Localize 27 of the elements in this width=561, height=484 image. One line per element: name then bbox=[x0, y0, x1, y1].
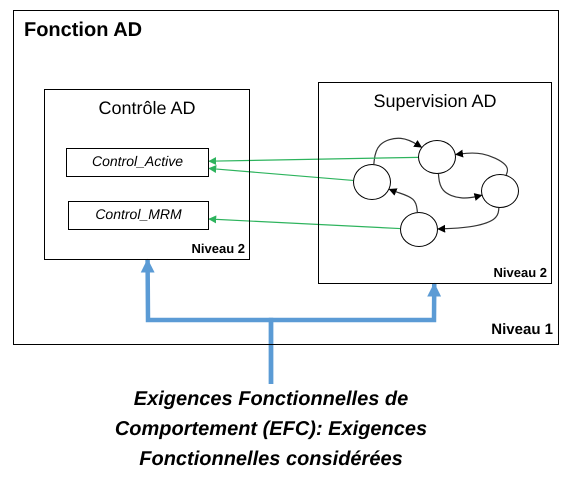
level-label: Niveau 2 bbox=[494, 265, 547, 280]
level-label: Niveau 2 bbox=[192, 241, 245, 256]
signal-label: Control_Active bbox=[90, 153, 184, 169]
arrow bbox=[208, 156, 418, 166]
requirements-text: Exigences Fonctionnelles de Comportement (EFC): Exigences Fonctionnelles considérées bbox=[114, 387, 428, 472]
arrow bbox=[437, 208, 500, 233]
requirement-arrow bbox=[268, 282, 442, 384]
control-box bbox=[44, 89, 250, 260]
state-circle bbox=[400, 212, 438, 247]
arrow bbox=[373, 138, 422, 164]
state-circle bbox=[418, 140, 456, 174]
box-title: Supervision AD bbox=[372, 91, 498, 112]
box-title: Contrôle AD bbox=[97, 98, 197, 119]
level-label: Niveau 1 bbox=[491, 321, 553, 338]
arrow bbox=[208, 215, 400, 230]
frame-title: Fonction AD bbox=[24, 19, 142, 42]
state-circle bbox=[353, 164, 391, 200]
arrow bbox=[438, 174, 482, 201]
function-frame bbox=[13, 10, 559, 345]
signal-label: Control_MRM bbox=[94, 206, 183, 222]
supervision-box bbox=[318, 82, 552, 284]
signal-box bbox=[68, 201, 209, 230]
signal-box bbox=[66, 148, 209, 177]
arrow bbox=[388, 188, 418, 212]
arrow bbox=[455, 150, 508, 176]
state-circle bbox=[481, 174, 519, 208]
arrow bbox=[208, 165, 354, 182]
